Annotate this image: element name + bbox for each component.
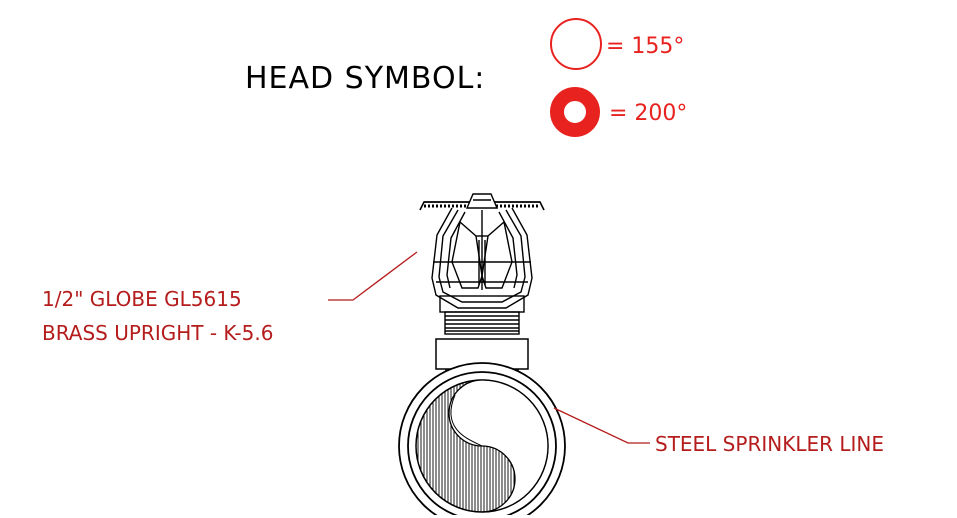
head-leader-line xyxy=(328,251,418,301)
legend-200-label: = 200° xyxy=(609,101,687,126)
steel-pipe-section xyxy=(398,362,566,515)
legend-155-label: = 155° xyxy=(606,34,684,59)
head-callout-line1: 1/2" GLOBE GL5615 xyxy=(42,287,242,311)
legend-155-symbol xyxy=(550,18,602,70)
pipe-callout: STEEL SPRINKLER LINE xyxy=(655,432,884,456)
head-symbol-title: HEAD SYMBOL: xyxy=(245,61,485,96)
sprinkler-head xyxy=(419,193,545,335)
head-callout-line2: BRASS UPRIGHT - K-5.6 xyxy=(42,321,273,345)
legend-200-symbol xyxy=(550,87,600,137)
pipe-leader-line xyxy=(553,407,650,444)
